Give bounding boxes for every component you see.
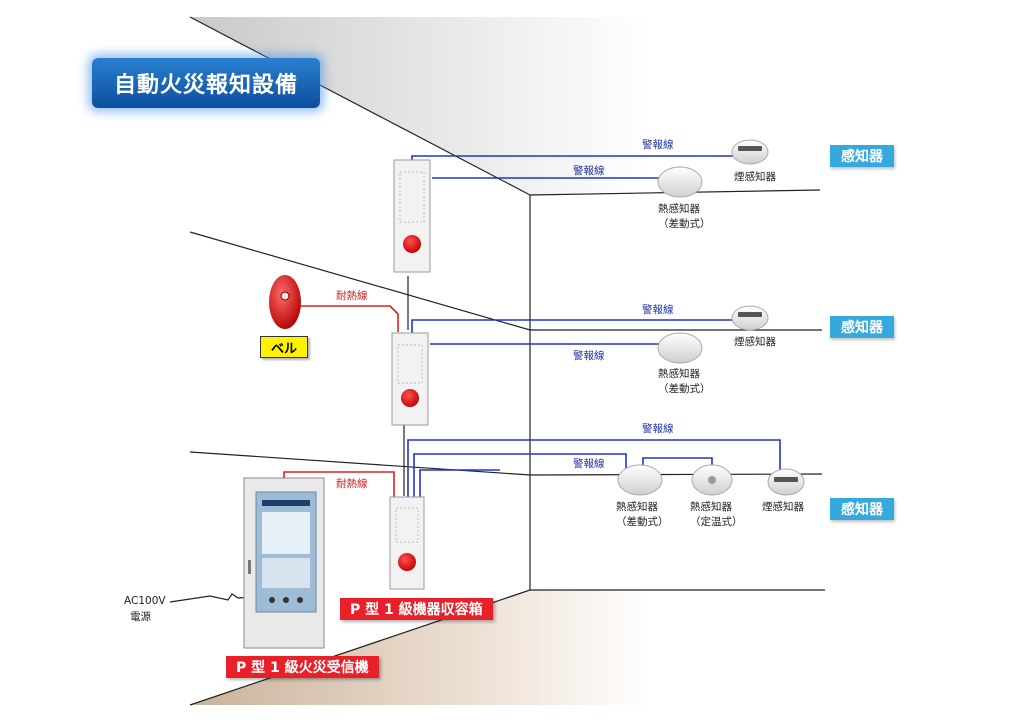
fire-wires — [283, 305, 399, 498]
detector-tag-1: 感知器 — [830, 145, 894, 167]
heat-detector-label-3: 熱感知器 — [616, 501, 658, 513]
heat-detector-type-1: （差動式） — [658, 218, 711, 230]
equipment-box-top[interactable] — [393, 159, 431, 273]
power-sub-label: 電源 — [130, 611, 151, 623]
fire-bell — [269, 275, 301, 329]
heat-detector-diff-2 — [657, 332, 703, 364]
alarm-wires — [407, 155, 781, 498]
alarm-wire-label-1: 警報線 — [642, 139, 674, 151]
heat-detector-fixed — [691, 464, 733, 496]
smoke-detector-2 — [731, 305, 769, 331]
alarm-wire-label-5: 警報線 — [642, 423, 674, 435]
smoke-detector-1 — [731, 139, 769, 165]
fire-receiver-panel[interactable] — [243, 477, 325, 649]
alarm-wire-label-3: 警報線 — [642, 304, 674, 316]
bell-tag: ベル — [260, 336, 308, 358]
heat-detector-diff-1 — [657, 166, 703, 198]
equipment-box-bottom[interactable] — [389, 496, 425, 590]
alarm-wire-label-6: 警報線 — [573, 458, 605, 470]
heat-detector-label-1: 熱感知器 — [658, 203, 700, 215]
heat-detector-diff-3 — [617, 464, 663, 496]
equipment-box-middle[interactable] — [391, 332, 429, 426]
equipment-box-tag: P 型 1 級機器収容箱 — [340, 598, 493, 620]
fire-wire-label-1: 耐熱線 — [336, 290, 368, 302]
alarm-wire-label-2: 警報線 — [573, 165, 605, 177]
heat-detector-type-3: （差動式） — [616, 516, 669, 528]
heat-detector-type-4: （定温式） — [690, 516, 743, 528]
smoke-detector-label-1: 煙感知器 — [734, 171, 776, 183]
page-title: 自動火災報知設備 — [92, 58, 320, 108]
power-label: AC100V — [124, 595, 166, 607]
heat-detector-type-2: （差動式） — [658, 383, 711, 395]
smoke-detector-3 — [767, 468, 805, 496]
detector-tag-2: 感知器 — [830, 316, 894, 338]
receiver-panel-tag: P 型 1 級火災受信機 — [226, 656, 379, 678]
detector-tag-3: 感知器 — [830, 498, 894, 520]
smoke-detector-label-2: 煙感知器 — [734, 336, 776, 348]
smoke-detector-label-3: 煙感知器 — [762, 501, 804, 513]
alarm-wire-label-4: 警報線 — [573, 350, 605, 362]
heat-detector-label-4: 熱感知器 — [690, 501, 732, 513]
heat-detector-label-2: 熱感知器 — [658, 368, 700, 380]
fire-wire-label-2: 耐熱線 — [336, 478, 368, 490]
